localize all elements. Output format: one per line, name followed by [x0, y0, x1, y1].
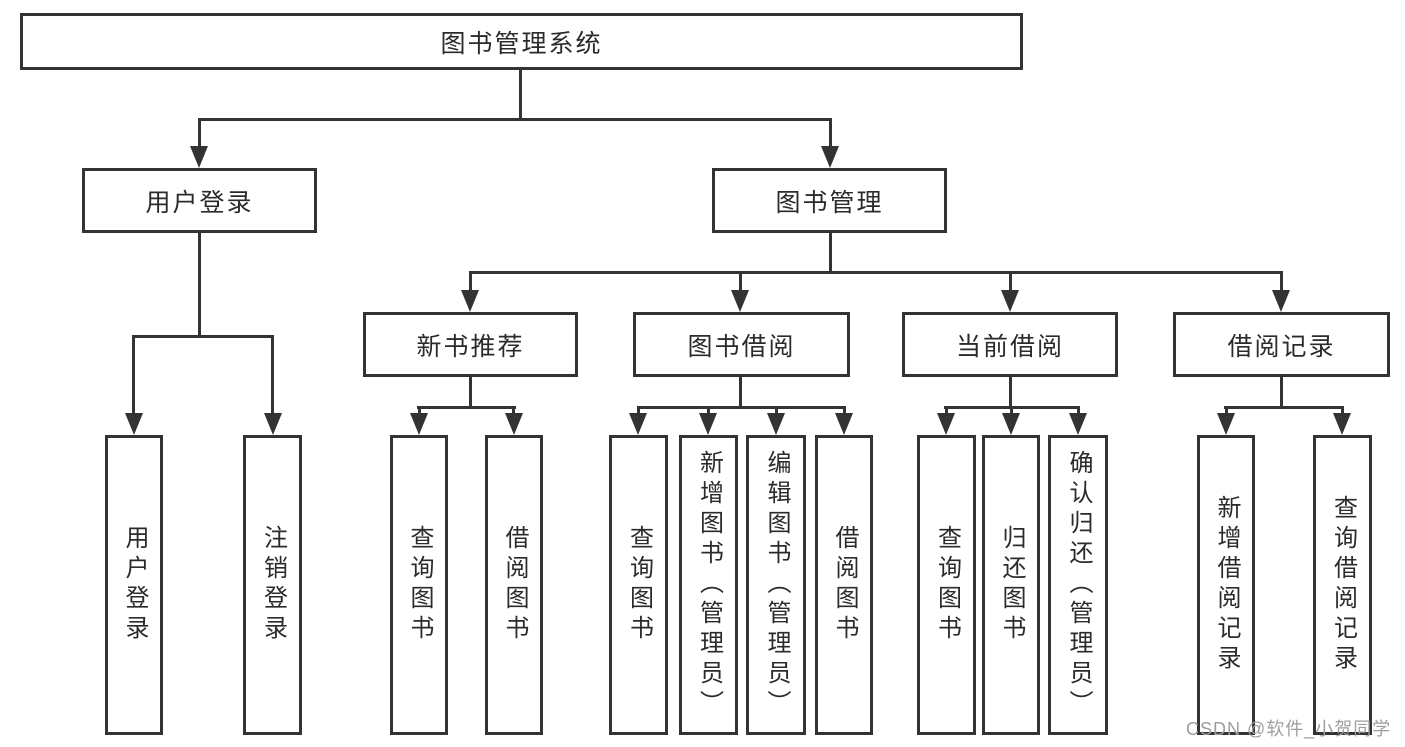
connector-line — [707, 406, 710, 416]
node-user-login-label: 用户登录 — [145, 188, 254, 217]
connector-line — [418, 406, 421, 416]
connector-line — [198, 118, 201, 150]
leaf-user-login-label: 用户登录 — [121, 525, 148, 645]
arrowhead-down-icon — [1002, 413, 1020, 435]
connector-line — [198, 233, 201, 337]
connector-line — [1225, 406, 1228, 416]
connector-line — [132, 335, 274, 338]
leaf-edit-books-admin-label: 编辑图书（管理员） — [763, 450, 790, 720]
leaf-borrow-query-books: 查询图书 — [609, 435, 668, 735]
arrowhead-down-icon — [1217, 413, 1235, 435]
leaf-recommend-borrow-books-label: 借阅图书 — [501, 525, 528, 645]
node-new-book-recommend: 新书推荐 — [363, 312, 578, 377]
connector-line — [637, 406, 846, 409]
leaf-current-query-books: 查询图书 — [917, 435, 976, 735]
arrowhead-down-icon — [1069, 413, 1087, 435]
node-user-login: 用户登录 — [82, 168, 317, 233]
connector-line — [132, 335, 135, 415]
csdn-watermark: CSDN @软件_小贺同学 — [1186, 719, 1392, 739]
node-book-borrow: 图书借阅 — [633, 312, 850, 377]
connector-line — [271, 335, 274, 415]
connector-line — [198, 118, 832, 121]
node-book-borrow-label: 图书借阅 — [687, 332, 796, 361]
leaf-logout: 注销登录 — [243, 435, 302, 735]
arrowhead-down-icon — [835, 413, 853, 435]
connector-line — [1224, 406, 1344, 409]
leaf-confirm-return-admin-label: 确认归还（管理员） — [1065, 450, 1092, 720]
leaf-add-books-admin: 新增图书（管理员） — [679, 435, 738, 735]
leaf-edit-books-admin: 编辑图书（管理员） — [746, 435, 806, 735]
arrowhead-down-icon — [264, 413, 282, 435]
leaf-confirm-return-admin: 确认归还（管理员） — [1048, 435, 1108, 735]
arrowhead-down-icon — [731, 290, 749, 312]
leaf-recommend-query-books-label: 查询图书 — [406, 525, 433, 645]
connector-line — [1009, 376, 1012, 408]
node-current-borrow-label: 当前借阅 — [955, 332, 1064, 361]
leaf-query-borrow-record-label: 查询借阅记录 — [1329, 495, 1357, 675]
arrowhead-down-icon — [1333, 413, 1351, 435]
connector-line — [945, 406, 948, 416]
leaf-recommend-borrow-books: 借阅图书 — [485, 435, 543, 735]
arrowhead-down-icon — [699, 413, 717, 435]
leaf-add-borrow-record-label: 新增借阅记录 — [1213, 495, 1240, 675]
connector-line — [512, 406, 515, 416]
leaf-add-books-admin-label: 新增图书（管理员） — [695, 450, 723, 720]
arrowhead-down-icon — [821, 146, 839, 168]
connector-line — [1280, 376, 1283, 408]
connector-line — [843, 406, 846, 416]
connector-line — [637, 406, 640, 416]
node-book-management-label: 图书管理 — [775, 188, 884, 217]
leaf-user-login: 用户登录 — [105, 435, 163, 735]
leaf-recommend-query-books: 查询图书 — [390, 435, 448, 735]
connector-line — [829, 233, 832, 274]
leaf-borrow-query-books-label: 查询图书 — [625, 525, 653, 645]
leaf-return-books-label: 归还图书 — [998, 525, 1025, 645]
connector-line — [469, 377, 472, 408]
connector-line — [829, 118, 832, 150]
connector-line — [519, 69, 522, 120]
arrowhead-down-icon — [937, 413, 955, 435]
arrowhead-down-icon — [410, 413, 428, 435]
connector-line — [1009, 271, 1012, 293]
connector-line — [417, 406, 516, 409]
node-current-borrow: 当前借阅 — [902, 312, 1118, 377]
connector-line — [1341, 406, 1344, 416]
arrowhead-down-icon — [1001, 290, 1019, 312]
node-root-label: 图书管理系统 — [440, 29, 603, 58]
connector-line — [469, 271, 1283, 274]
leaf-borrow-books: 借阅图书 — [815, 435, 873, 735]
arrowhead-down-icon — [125, 413, 143, 435]
leaf-current-query-books-label: 查询图书 — [933, 525, 961, 645]
leaf-return-books: 归还图书 — [982, 435, 1040, 735]
arrowhead-down-icon — [767, 413, 785, 435]
node-borrow-records-label: 借阅记录 — [1227, 332, 1336, 361]
leaf-borrow-books-label: 借阅图书 — [831, 525, 858, 645]
connector-line — [739, 271, 742, 293]
arrowhead-down-icon — [461, 290, 479, 312]
node-root: 图书管理系统 — [20, 13, 1023, 70]
leaf-query-borrow-record: 查询借阅记录 — [1313, 435, 1372, 735]
connector-line — [1280, 271, 1283, 293]
connector-line — [739, 377, 742, 408]
connector-line — [775, 406, 778, 416]
arrowhead-down-icon — [190, 146, 208, 168]
node-borrow-records: 借阅记录 — [1173, 312, 1390, 377]
leaf-add-borrow-record: 新增借阅记录 — [1197, 435, 1255, 735]
connector-line — [1077, 406, 1080, 416]
leaf-logout-label: 注销登录 — [259, 525, 287, 645]
arrowhead-down-icon — [505, 413, 523, 435]
arrowhead-down-icon — [629, 413, 647, 435]
node-book-management: 图书管理 — [712, 168, 947, 233]
connector-line — [1010, 406, 1013, 416]
node-new-book-recommend-label: 新书推荐 — [416, 332, 525, 361]
connector-line — [469, 271, 472, 293]
arrowhead-down-icon — [1272, 290, 1290, 312]
